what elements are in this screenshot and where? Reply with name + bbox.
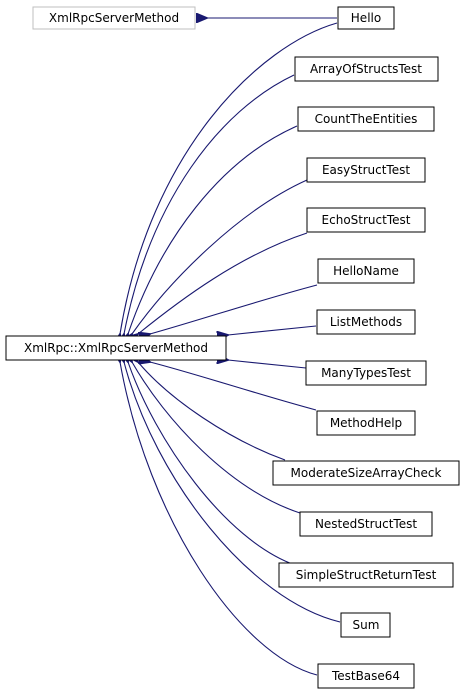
edge-array-of-structs-test-to-base xyxy=(124,74,295,334)
edge-test-base64-to-base xyxy=(120,362,318,676)
node-moderate-size-array-check[interactable]: ModerateSizeArrayCheck xyxy=(272,460,460,486)
edge-easy-struct-test-to-base xyxy=(132,179,308,334)
edge-hello-to-base xyxy=(120,22,338,334)
edge-count-the-entities-to-base xyxy=(128,125,298,334)
node-label-echo-struct-test: EchoStructTest xyxy=(322,213,411,227)
edge-many-types-test-to-base xyxy=(228,360,307,369)
edge-echo-struct-test-to-base xyxy=(138,232,308,334)
edges xyxy=(120,18,341,676)
node-echo-struct-test[interactable]: EchoStructTest xyxy=(306,207,426,233)
node-many-types-test[interactable]: ManyTypesTest xyxy=(305,360,427,386)
node-easy-struct-test[interactable]: EasyStructTest xyxy=(306,157,426,183)
node-label-moderate-size-array-check: ModerateSizeArrayCheck xyxy=(291,466,442,480)
edge-nested-struct-test-to-base xyxy=(132,362,301,514)
node-label-array-of-structs-test: ArrayOfStructsTest xyxy=(310,62,422,76)
node-hello-name[interactable]: HelloName xyxy=(317,258,415,284)
node-label-test-base64: TestBase64 xyxy=(331,669,400,683)
node-list-methods[interactable]: ListMethods xyxy=(316,309,416,335)
node-simple-struct-return-test[interactable]: SimpleStructReturnTest xyxy=(278,562,454,588)
node-nested-struct-test[interactable]: NestedStructTest xyxy=(299,511,433,537)
node-external-base[interactable]: XmlRpcServerMethod xyxy=(32,6,196,30)
node-label-hello: Hello xyxy=(351,11,381,25)
edge-moderate-size-array-check-to-base xyxy=(138,362,286,461)
node-sum[interactable]: Sum xyxy=(340,612,391,638)
node-label-simple-struct-return-test: SimpleStructReturnTest xyxy=(296,568,437,582)
edge-list-methods-to-base xyxy=(228,325,317,335)
node-label-easy-struct-test: EasyStructTest xyxy=(322,163,410,177)
edge-simple-struct-return-test-to-base xyxy=(128,362,296,566)
node-array-of-structs-test[interactable]: ArrayOfStructsTest xyxy=(294,56,439,82)
edge-sum-to-base xyxy=(124,362,341,623)
node-label-base: XmlRpc::XmlRpcServerMethod xyxy=(24,341,208,355)
node-label-hello-name: HelloName xyxy=(333,264,399,278)
node-label-many-types-test: ManyTypesTest xyxy=(321,366,411,380)
node-label-method-help: MethodHelp xyxy=(330,416,402,430)
node-hello[interactable]: Hello xyxy=(337,6,395,30)
node-label-count-the-entities: CountTheEntities xyxy=(315,112,418,126)
node-count-the-entities[interactable]: CountTheEntities xyxy=(297,106,435,132)
node-label-external-base: XmlRpcServerMethod xyxy=(49,11,179,25)
node-label-sum: Sum xyxy=(353,618,380,632)
node-label-list-methods: ListMethods xyxy=(330,315,402,329)
node-method-help[interactable]: MethodHelp xyxy=(316,410,416,436)
node-test-base64[interactable]: TestBase64 xyxy=(317,663,415,689)
edge-hello-name-to-base xyxy=(150,284,318,334)
node-label-nested-struct-test: NestedStructTest xyxy=(315,517,417,531)
node-base[interactable]: XmlRpc::XmlRpcServerMethod xyxy=(5,335,227,361)
edge-method-help-to-base xyxy=(150,362,317,411)
